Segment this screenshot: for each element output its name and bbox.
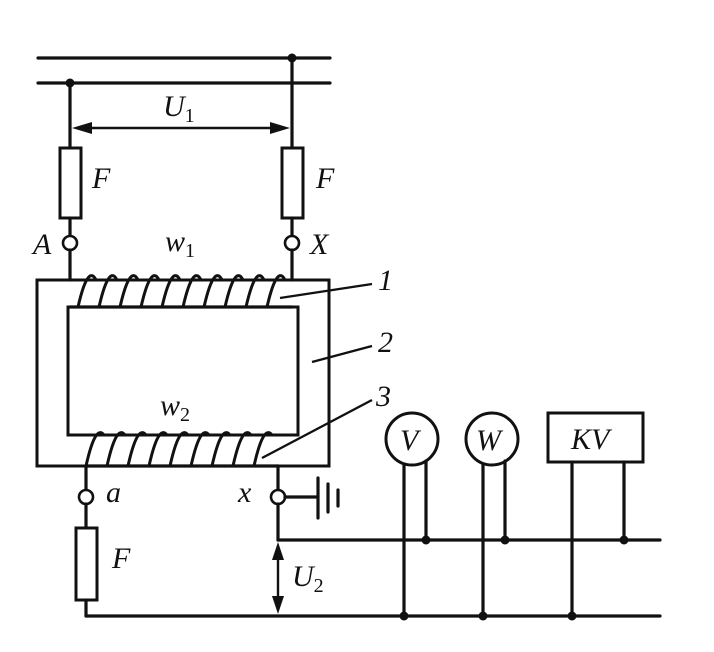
- u2-arrowhead-top: [272, 542, 284, 560]
- u1-label: U1: [163, 90, 195, 127]
- fuse-top-left: [58, 146, 83, 220]
- terminal-X-label: X: [309, 228, 330, 261]
- primary-coil-turns: [70, 274, 287, 308]
- callout-3-label: 3: [375, 380, 391, 413]
- w2-label: w2: [160, 389, 190, 426]
- callout-2-label: 2: [378, 326, 393, 359]
- junction-dot: [399, 611, 409, 621]
- fuse-top-right: [280, 146, 305, 220]
- voltmeter-label: V: [400, 424, 422, 457]
- junction-dot: [478, 611, 488, 621]
- u1-arrowhead-left: [72, 122, 92, 134]
- u2-label: U2: [292, 560, 324, 597]
- ground-icon: [316, 476, 340, 520]
- callout-2-leader: [311, 344, 373, 364]
- junction-dot: [500, 535, 510, 545]
- kilovoltmeter-label: KV: [570, 423, 613, 456]
- junction-dot: [619, 535, 629, 545]
- wattmeter-label: W: [476, 424, 504, 457]
- callout-3-leader: [261, 398, 373, 460]
- terminal-A-label: A: [31, 228, 52, 261]
- terminal-A: [61, 234, 79, 252]
- junction-dot: [421, 535, 431, 545]
- w1-label: w1: [165, 225, 195, 262]
- fuse-top-left-label: F: [91, 162, 111, 195]
- fuse-top-right-label: F: [315, 162, 335, 195]
- terminal-a-label: a: [106, 476, 121, 509]
- wattmeter-icon: [464, 411, 520, 467]
- fuse-bottom: [74, 526, 99, 602]
- voltmeter-icon: [384, 411, 440, 467]
- secondary-winding-w2: [84, 431, 280, 468]
- secondary-coil-turns: [84, 431, 274, 467]
- terminal-X: [283, 234, 301, 252]
- terminal-x-label: x: [237, 476, 252, 509]
- u2-arrowhead-bottom: [272, 596, 284, 614]
- terminal-x: [269, 488, 287, 506]
- junction-dot: [567, 611, 577, 621]
- kilovoltmeter-box: [546, 411, 645, 464]
- callout-1-label: 1: [378, 264, 393, 297]
- u1-arrowhead-right: [270, 122, 290, 134]
- fuse-bottom-label: F: [111, 542, 131, 575]
- primary-winding-w1: [68, 274, 294, 309]
- callout-1-leader: [279, 282, 373, 300]
- terminal-a: [77, 488, 95, 506]
